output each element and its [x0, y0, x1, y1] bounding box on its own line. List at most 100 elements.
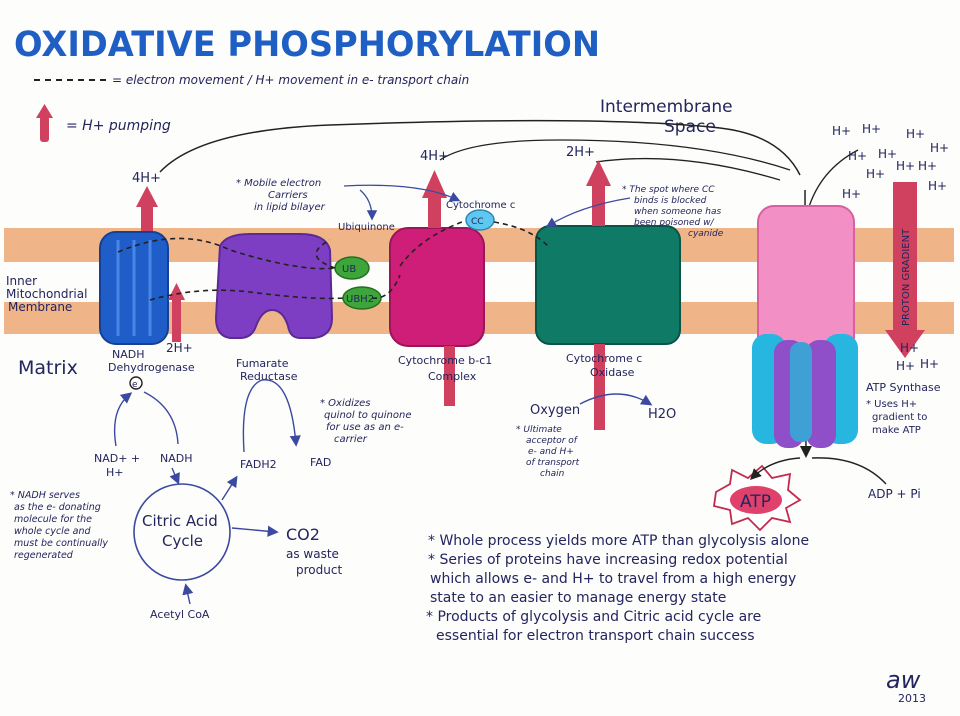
- summary-note-1: * Whole process yields more ATP than gly…: [428, 533, 809, 549]
- cyanide-note-5: cyanide: [688, 229, 724, 239]
- oxidizes-note-2: quinol to quinone: [324, 410, 412, 421]
- nadh-note-4: whole cycle and: [14, 526, 92, 537]
- fadh2-label: FADH2: [240, 458, 277, 471]
- nad-label: NAD+ +: [94, 452, 140, 465]
- atp-synthase-label: ATP Synthase: [866, 381, 941, 394]
- complex-4-cytochrome-c-oxidase: [535, 225, 681, 345]
- acetyl-to-cycle-arrow: [182, 583, 194, 605]
- complex-3-label-2: Complex: [428, 370, 477, 383]
- cyanide-note: * The spot where CC: [622, 185, 715, 195]
- complex-2-label: Fumarate: [236, 357, 289, 370]
- h-plus-label: H+: [896, 359, 915, 373]
- h-plus-label: H+: [842, 187, 861, 201]
- ubiquinol-carrier: [342, 286, 382, 310]
- signature-year: 2013: [898, 692, 926, 705]
- atp-synthase-note-2: gradient to: [872, 412, 927, 423]
- legend-arrow-label: = H+ pumping: [66, 118, 171, 134]
- proton-flow-arc-2: [439, 139, 791, 171]
- oxygen-note-2: acceptor of: [526, 436, 579, 446]
- complex-1-label: NADH: [112, 348, 145, 361]
- nadh-note-3: molecule for the: [14, 514, 92, 525]
- proton-flow-arc-4: [807, 149, 859, 211]
- nadh-note-5: must be continually: [14, 538, 108, 549]
- oxygen-note-4: of transport: [526, 458, 580, 468]
- nadh-cycle-arrow-up: [113, 392, 133, 447]
- mobile-note-arrow: [359, 189, 378, 221]
- co2-label: CO2: [286, 525, 320, 544]
- complex-3-matrix-stub: [444, 346, 455, 406]
- intermembrane-label-2: Space: [664, 117, 716, 137]
- citric-cycle-label-2: Cycle: [162, 532, 203, 550]
- atp-output-arrow: [750, 457, 801, 480]
- h-plus-label: H+: [866, 167, 885, 181]
- cyanide-note-3: when someone has: [634, 207, 721, 217]
- complex-3-label: Cytochrome b-c1: [398, 354, 492, 367]
- summary-note-5: * Products of glycolysis and Citric acid…: [426, 609, 761, 625]
- page-title: OXIDATIVE PHOSPHORYLATION: [14, 25, 600, 65]
- oxidizes-note: * Oxidizes: [320, 398, 370, 409]
- cytochrome-c-label: Cytochrome c: [446, 200, 515, 211]
- adp-input-arrow: [811, 457, 887, 485]
- summary-note-2: * Series of proteins have increasing red…: [428, 552, 788, 568]
- legend-arrow-icon: [36, 104, 53, 142]
- oxidizes-note-4: carrier: [334, 434, 368, 445]
- oxygen-note-5: chain: [540, 469, 565, 479]
- ubh2-label: UBH2: [346, 294, 374, 305]
- proton-gradient-arrow: [885, 182, 925, 358]
- cytochrome-c-carrier: [465, 209, 495, 231]
- h-plus-label: H+: [878, 147, 897, 161]
- co2-label-3: product: [296, 563, 342, 577]
- cyanide-note-2: binds is blocked: [634, 196, 707, 206]
- atp-label: ATP: [740, 492, 771, 512]
- cyanide-note-4: been poisoned w/: [634, 218, 714, 228]
- h-plus-label: H+: [920, 357, 939, 371]
- atp-bubble: [730, 486, 782, 514]
- water-label: H2O: [648, 407, 676, 422]
- cyanide-note-arrow: [545, 197, 631, 228]
- inner-membrane-label-2: Mitochondrial: [6, 287, 87, 301]
- citric-cycle-label: Citric Acid: [142, 512, 218, 530]
- adp-label: ADP + Pi: [868, 487, 921, 501]
- complex-1-matrix-arrow: [168, 283, 185, 342]
- complex-1-2h-label: 2H+: [166, 341, 193, 355]
- mobile-carrier-note-2: Carriers: [268, 190, 308, 201]
- complex-1-pump-arrow: [136, 186, 158, 231]
- atp-synthase-note: * Uses H+: [866, 399, 917, 410]
- cycle-to-fadh-arrow: [221, 475, 238, 501]
- nadh-note-2: as the e- donating: [14, 502, 101, 513]
- atp-synthase-f1-unit: [752, 334, 858, 448]
- complex-2-fumarate-reductase: [214, 233, 334, 339]
- electron-icon: [129, 376, 143, 390]
- summary-note-4: state to an easier to manage energy stat…: [430, 590, 726, 606]
- ub-label: UB: [342, 264, 356, 275]
- nad-label-2: H+: [106, 466, 124, 479]
- complex-4-label-2: Oxidase: [590, 366, 635, 379]
- proton-flow-arc: [159, 119, 801, 176]
- oxidizes-note-3: for use as an e-: [326, 422, 404, 433]
- electron-label: e: [132, 380, 138, 390]
- ubiquinone-label: Ubiquinone: [338, 222, 395, 233]
- summary-note-3: which allows e- and H+ to travel from a …: [430, 571, 796, 587]
- complex-4-matrix-stub: [594, 344, 605, 430]
- cycle-to-co2-arrow: [231, 525, 279, 537]
- h-plus-label: H+: [848, 149, 867, 163]
- complex-3-4h-label: 4H+: [420, 149, 449, 164]
- mobile-note-arrow-2: [343, 184, 461, 202]
- cc-label: CC: [471, 217, 484, 227]
- matrix-label: Matrix: [18, 357, 78, 379]
- nadh-label: NADH: [160, 452, 193, 465]
- oxygen-label: Oxygen: [530, 403, 580, 418]
- signature: aw: [886, 666, 921, 694]
- cycle-to-nadh-arrow: [169, 467, 180, 485]
- fadh-cycle-arrow: [242, 379, 301, 453]
- intermembrane-label: Intermembrane: [600, 97, 733, 117]
- proton-cloud: H+ H+ H+ H+ H+ H+ H+ H+ H+ H+ H+ H+ H+ H…: [832, 122, 949, 373]
- h-plus-label: H+: [930, 141, 949, 155]
- acetyl-coa-label: Acetyl CoA: [150, 608, 210, 621]
- proton-gradient-label: PROTON GRADIENT: [901, 228, 912, 326]
- proton-flow-arc-3: [595, 157, 781, 181]
- complex-4-pump-arrow: [586, 160, 611, 226]
- h-plus-label: H+: [918, 159, 937, 173]
- h-plus-label: H+: [862, 122, 881, 136]
